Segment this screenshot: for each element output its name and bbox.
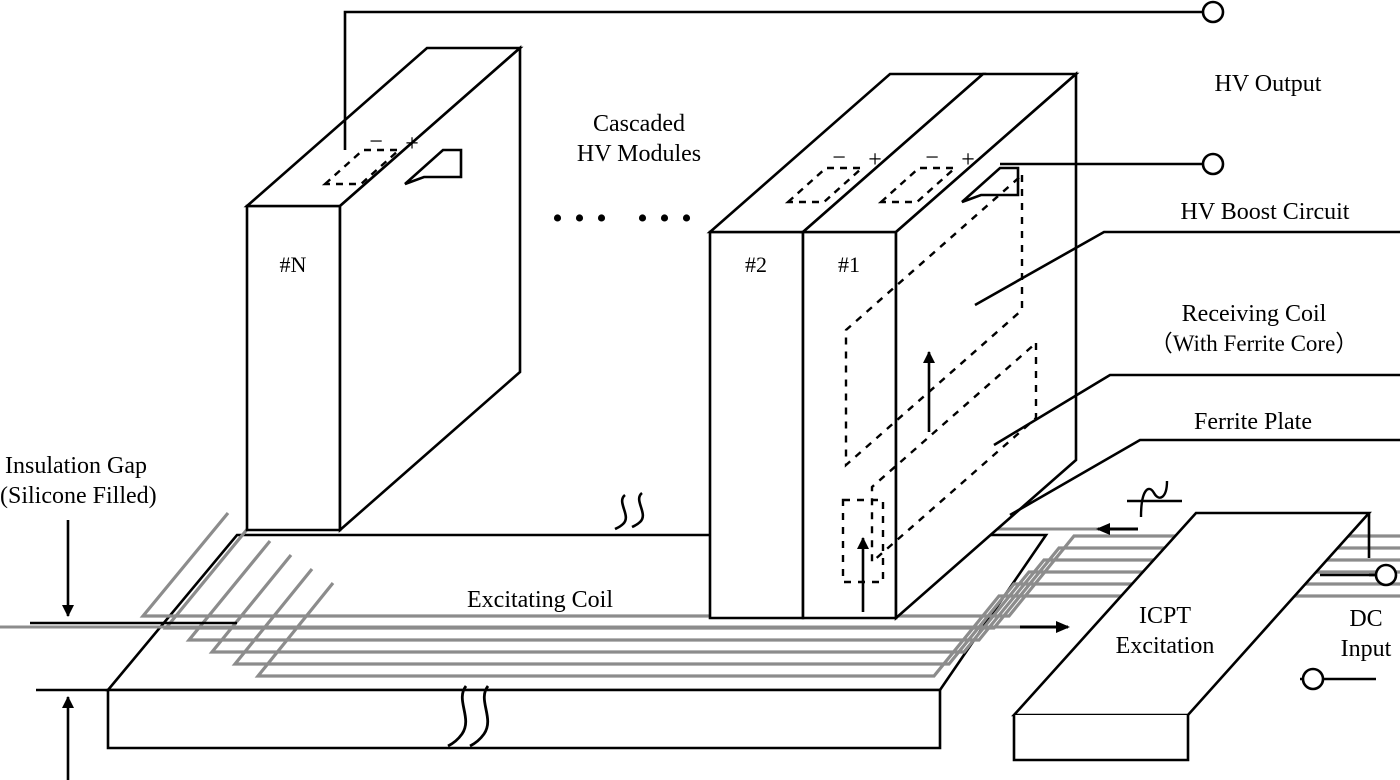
label-receiving-coil: Receiving Coil <box>1181 301 1327 327</box>
polarity-minus-module-n: − <box>369 129 383 155</box>
leader-line-hv-boost <box>974 230 1400 307</box>
label-module-2: #2 <box>745 252 767 277</box>
module-2-terminal-minus <box>784 166 866 204</box>
label-excitating-coil: Excitating Coil <box>467 587 613 613</box>
label-icpt-line2: Excitation <box>1115 633 1215 659</box>
insulation-gap-dimension <box>30 520 237 780</box>
label-icpt-line1: ICPT <box>1138 603 1192 629</box>
icpt-excitation-box <box>1011 511 1372 762</box>
coil-current-arrows <box>1020 523 1138 633</box>
module-1-terminal-plus <box>961 166 1020 204</box>
label-receiving-coil-sub: （With Ferrite Core） <box>1149 331 1359 356</box>
label-hv-boost-circuit: HV Boost Circuit <box>1180 199 1350 225</box>
polarity-plus-module-n: + <box>405 131 419 157</box>
plate-break-mark <box>447 685 490 748</box>
module-1-terminal-minus <box>877 166 959 204</box>
polarity-minus-module-1: − <box>925 145 939 171</box>
label-insulation-gap-line2: (Silicone Filled) <box>0 483 157 509</box>
module-n-box <box>243 45 524 533</box>
polarity-plus-module-2: + <box>868 147 882 173</box>
hv-output-top-wire <box>343 10 1203 150</box>
receiving-coil-dashed <box>870 340 1038 565</box>
dc-input-positive-terminal <box>1374 563 1398 587</box>
label-module-ellipsis: • • • • • • <box>552 202 694 235</box>
label-dc-input-line2: Input <box>1340 636 1392 662</box>
module-n-terminal-plus <box>404 148 463 186</box>
label-cascaded-line1: Cascaded <box>593 111 685 137</box>
label-dc-input-line1: DC <box>1349 606 1383 632</box>
label-hv-output: HV Output <box>1214 71 1322 97</box>
label-module-1: #1 <box>838 252 860 277</box>
leader-line-receiving-coil <box>993 373 1400 447</box>
hv-output-module1-terminal <box>1201 152 1225 176</box>
dc-input-negative-terminal <box>1301 667 1325 691</box>
polarity-plus-module-1: + <box>961 147 975 173</box>
module-1-box <box>799 71 1080 621</box>
module-n-terminal-minus <box>321 148 403 186</box>
label-cascaded-line2: HV Modules <box>576 141 702 167</box>
label-ferrite-plate: Ferrite Plate <box>1194 409 1312 435</box>
label-insulation-gap-line1: Insulation Gap <box>5 453 147 479</box>
polarity-minus-module-2: − <box>832 145 846 171</box>
label-module-n: #N <box>279 252 307 277</box>
ac-source-symbol <box>1127 480 1182 518</box>
hv-output-top-terminal <box>1201 0 1225 24</box>
hv-boost-circuit-dashed <box>844 172 1024 468</box>
coil-break-mark <box>614 491 645 531</box>
leader-line-ferrite-plate <box>1009 438 1400 517</box>
